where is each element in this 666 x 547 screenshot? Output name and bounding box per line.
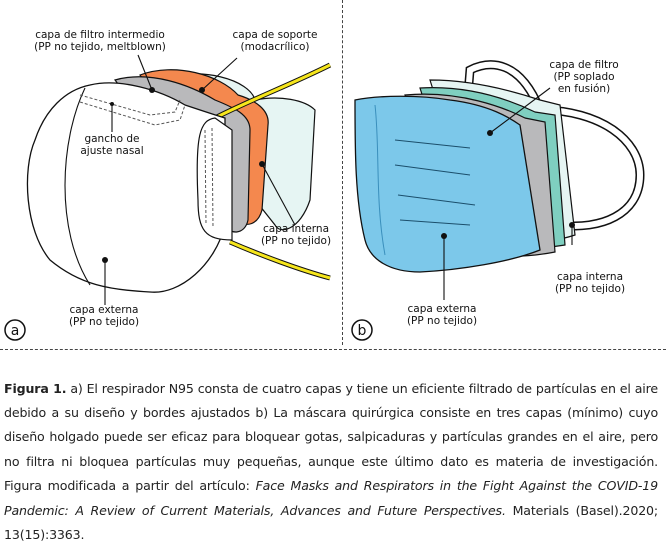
label-interna-b-1: capa interna (557, 271, 623, 283)
label-soporte-2: (modacrílico) (241, 41, 310, 53)
label-externa-b-2: (PP no tejido) (407, 315, 477, 327)
n95-respirator-drawing: capa de filtro intermedio (PP no tejido,… (4, 29, 332, 341)
surgical-mask-drawing: capa de filtro (PP soplado en fusión) ca… (351, 59, 645, 341)
label-externa-b-1: capa externa (408, 303, 477, 315)
label-gancho-2: ajuste nasal (80, 145, 143, 157)
caption-label: Figura 1. (4, 380, 67, 396)
label-gancho-1: gancho de (84, 133, 139, 145)
label-externa-a-2: (PP no tejido) (69, 316, 139, 328)
panel-a-badge (4, 319, 26, 341)
caption-article-title: Face Masks and Respirators in the Fight … (4, 478, 658, 518)
outer-layer (26, 82, 226, 293)
label-filtro-intermedio-2: (PP no tejido, meltblown) (34, 41, 166, 53)
label-externa-a-1: capa externa (70, 304, 139, 316)
label-interna-a-1: capa interna (263, 223, 329, 235)
label-interna-b-2: (PP no tejido) (555, 283, 625, 295)
caption-citation: Materials (Basel).2020; 13(15):3363. (4, 502, 659, 543)
panel-b-label: b (358, 323, 367, 339)
outer-layer-b (354, 95, 541, 273)
figure-caption: Figura 1. a) El respirador N95 consta de… (4, 377, 658, 547)
figure-illustration: capa de filtro intermedio (PP no tejido,… (4, 29, 645, 341)
panel-b-badge (351, 319, 373, 341)
label-soporte-1: capa de soporte (233, 29, 318, 41)
label-filtro-intermedio-1: capa de filtro intermedio (35, 29, 165, 41)
caption-text: a) El respirador N95 consta de cuatro ca… (4, 380, 658, 494)
label-interna-a-2: (PP no tejido) (261, 235, 331, 247)
label-filtro-b-3: en fusión) (558, 83, 610, 95)
strap-top (214, 63, 331, 120)
panel-a-label: a (11, 323, 20, 339)
panel-divider (342, 0, 343, 345)
ear-loop (465, 61, 644, 229)
caption-divider (0, 349, 666, 350)
figure: capa de filtro intermedio (PP no tejido,… (4, 0, 645, 345)
label-filtro-b-1: capa de filtro (549, 59, 618, 71)
label-filtro-b-2: (PP soplado (553, 71, 614, 83)
strap-bottom (229, 240, 331, 280)
